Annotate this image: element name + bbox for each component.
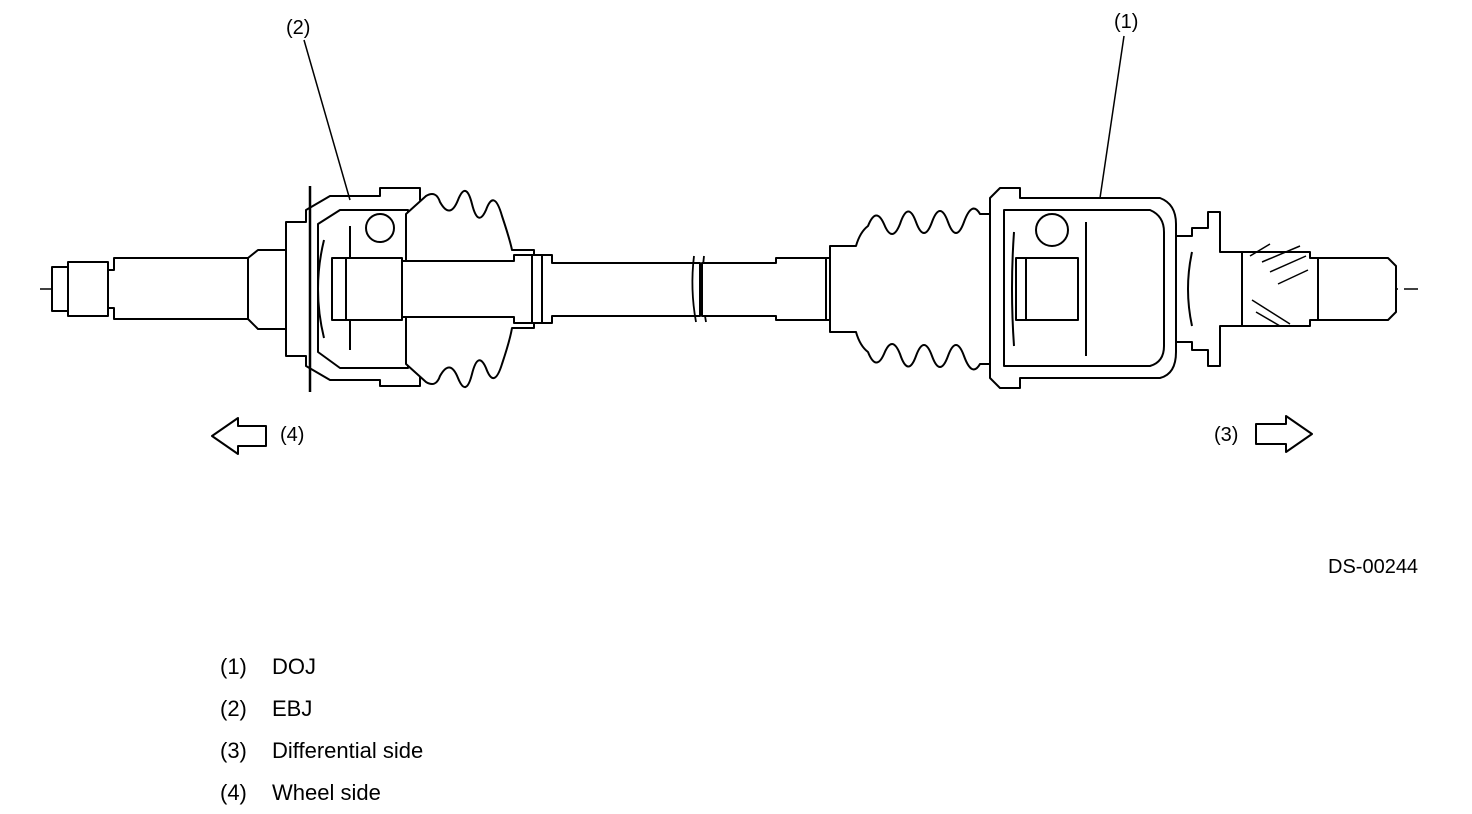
wheel-side-arrow-icon [211, 417, 267, 455]
legend-item: (4) Wheel side [220, 772, 423, 814]
legend-text: Differential side [272, 738, 424, 763]
legend-text: EBJ [272, 696, 313, 721]
callout-2: (2) [286, 17, 311, 39]
main-shaft [401, 254, 843, 324]
figure-id: DS-00244 [1328, 556, 1419, 578]
wheel-side-stub-shaft [51, 249, 287, 330]
legend-number: (4) [220, 780, 247, 805]
differential-side-shaft [1175, 211, 1397, 367]
legend-number: (1) [220, 654, 247, 679]
legend-text: Wheel side [272, 780, 381, 805]
callout-3: (3) [1214, 424, 1239, 446]
legend-item: (1) DOJ [220, 646, 423, 688]
legend-item: (2) EBJ [220, 688, 423, 730]
doj-housing [989, 187, 1177, 389]
legend-item: (3) Differential side [220, 730, 423, 772]
legend-number: (2) [220, 696, 247, 721]
legend-text: DOJ [272, 654, 316, 679]
ebj-housing [285, 186, 437, 392]
legend: (1) DOJ (2) EBJ (3) Differential side (4… [220, 646, 423, 814]
leader-line-2 [303, 39, 351, 201]
legend-number: (3) [220, 738, 247, 763]
doj-boot [829, 207, 1001, 371]
leader-line-1 [1099, 35, 1125, 199]
differential-side-arrow-icon [1255, 415, 1313, 453]
callout-4: (4) [280, 424, 305, 446]
callout-1: (1) [1114, 11, 1139, 33]
